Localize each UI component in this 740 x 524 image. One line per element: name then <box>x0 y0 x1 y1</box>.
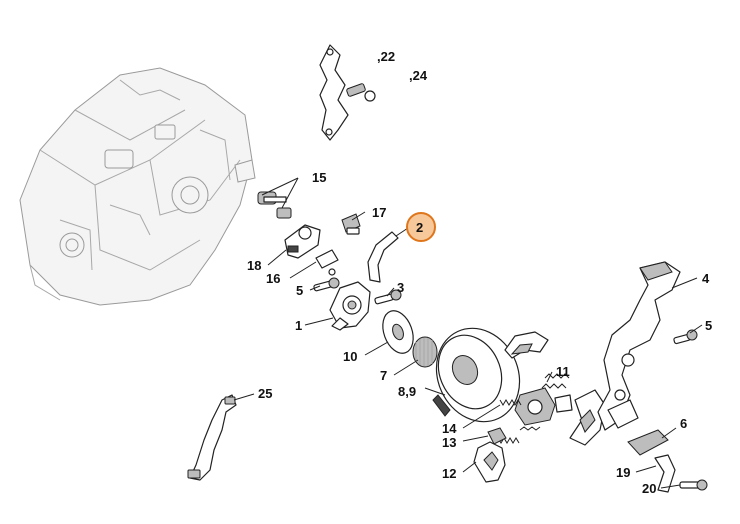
part-screw-5b <box>673 329 698 345</box>
callout-19: 19 <box>616 465 630 480</box>
callout-20: 20 <box>642 481 656 496</box>
callout-4: 4 <box>702 271 710 286</box>
part-bracket-22 <box>319 44 349 141</box>
part-bearing-7 <box>412 336 438 368</box>
part-screw-5a <box>313 277 340 292</box>
part-clutch-shoe-12 <box>473 441 506 483</box>
part-pump-1 <box>329 281 371 331</box>
part-disc-10 <box>382 310 414 354</box>
callout-17: 17 <box>372 205 386 220</box>
callout-12: 12 <box>442 466 456 481</box>
callout-5b: 5 <box>705 318 712 333</box>
part-washer-13 <box>487 427 507 445</box>
callout-24: ,24 <box>409 68 428 83</box>
part-17 <box>341 213 361 235</box>
part-brake-lever-4 <box>597 261 681 431</box>
callout-7: 7 <box>380 368 387 383</box>
leader-lines <box>233 177 703 489</box>
part-spring-11 <box>541 373 570 389</box>
callout-16: 16 <box>266 271 280 286</box>
part-spring-14 <box>497 399 541 444</box>
callout-25: 25 <box>258 386 272 401</box>
callout-89: 8,9 <box>398 384 416 399</box>
callout-15: 15 <box>312 170 326 185</box>
part-screw-20 <box>679 479 708 491</box>
callout-13: 13 <box>442 435 456 450</box>
engine-housing <box>19 67 256 306</box>
callout-11: 11 <box>556 364 570 379</box>
part-clutch-shoe-right <box>569 389 606 446</box>
callout-1: 1 <box>295 318 302 333</box>
callout-10: 10 <box>343 349 357 364</box>
part-clutch-shoe-upper <box>504 331 549 359</box>
part-16 <box>315 249 339 276</box>
part-spring-bracket-25 <box>187 394 237 481</box>
callout-3: 3 <box>397 280 404 295</box>
part-clutch-carrier-14 <box>514 387 573 426</box>
part-screw-3 <box>374 289 402 305</box>
callout-5a: 5 <box>296 283 303 298</box>
part-screw-15 <box>257 191 292 219</box>
part-bolt-24 <box>346 83 376 102</box>
part-lever-19 <box>654 454 676 493</box>
part-plate-6 <box>627 429 669 456</box>
callout-6: 6 <box>680 416 687 431</box>
part-18 <box>284 224 321 259</box>
callout-2: 2 <box>416 220 423 235</box>
part-clutch-drum-89 <box>432 327 521 423</box>
highlight-circle <box>406 212 436 242</box>
part-tube-2 <box>367 231 399 283</box>
callout-14: 14 <box>442 421 457 436</box>
callout-22: ,22 <box>377 49 395 64</box>
callout-18: 18 <box>247 258 261 273</box>
callout-labels: ,22 ,24 15 17 2 18 16 5 3 1 10 7 8,9 4 5… <box>247 49 712 496</box>
